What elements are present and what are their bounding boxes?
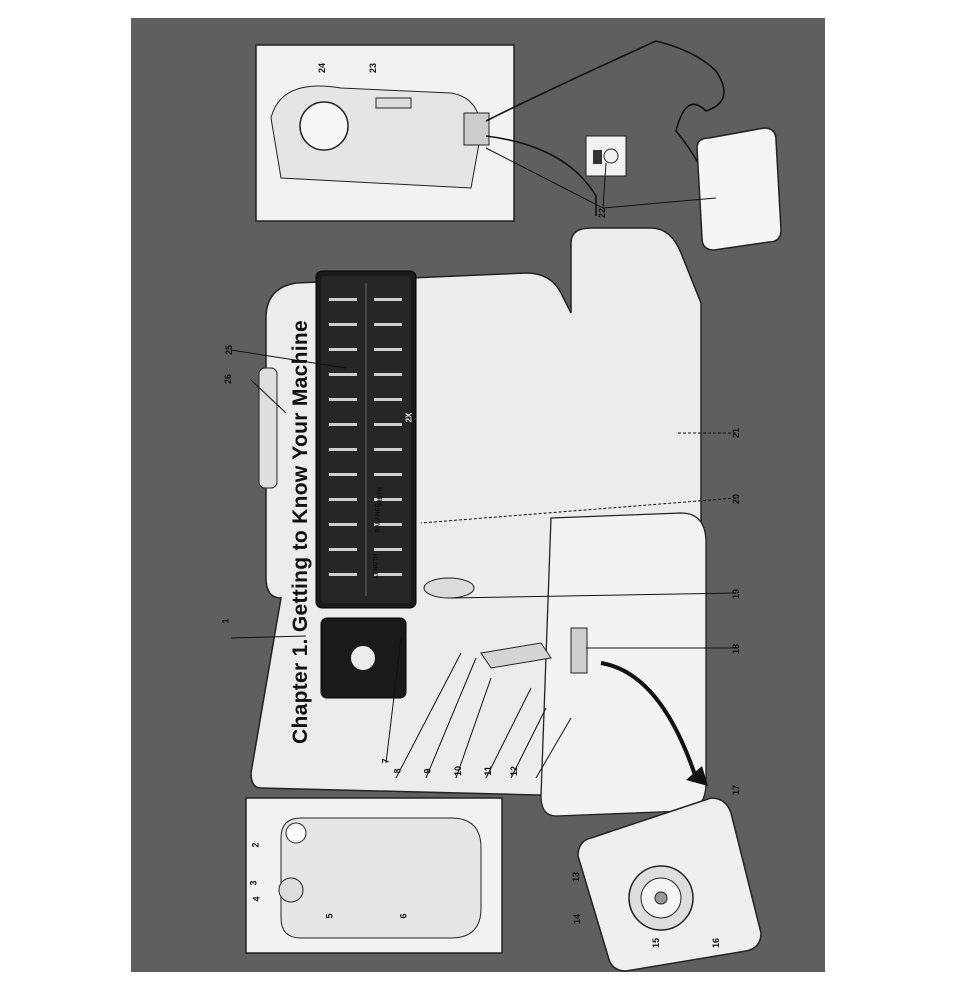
inset-side-view <box>246 798 502 953</box>
page-title: Chapter 1. Getting to Know Your Machine <box>289 320 313 744</box>
panel-label-length: LENGTH <box>373 554 379 579</box>
callout-22: 22 <box>597 208 607 218</box>
callout-20: 20 <box>731 494 741 504</box>
panel-label-balance: BALANCE <box>376 503 382 532</box>
callout-17: 17 <box>731 785 741 795</box>
callout-26: 26 <box>223 374 233 384</box>
callout-3: 3 <box>249 880 259 885</box>
foot-control <box>697 128 781 250</box>
callout-24: 24 <box>317 63 327 73</box>
callout-9: 9 <box>423 768 433 773</box>
callout-4: 4 <box>252 896 262 901</box>
callout-10: 10 <box>453 766 463 776</box>
inset-power-connection <box>256 45 514 221</box>
callout-1: 1 <box>221 618 231 623</box>
callout-6: 6 <box>399 913 409 918</box>
callout-7: 7 <box>381 758 391 763</box>
callout-13: 13 <box>571 872 581 882</box>
callout-19: 19 <box>731 589 741 599</box>
callout-14: 14 <box>572 914 582 924</box>
callout-8: 8 <box>393 768 403 773</box>
callout-2: 2 <box>251 842 261 847</box>
callout-16: 16 <box>711 938 721 948</box>
inset-needle-plate <box>578 798 761 971</box>
panel-label-2x: 2X <box>404 413 413 423</box>
callout-21: 21 <box>731 428 741 438</box>
machine-body <box>251 228 706 816</box>
callout-23: 23 <box>368 63 378 73</box>
callout-25: 25 <box>224 345 234 355</box>
callout-11: 11 <box>483 766 493 776</box>
manual-page-illustration: Chapter 1. Getting to Know Your Machine … <box>131 18 825 972</box>
callout-5: 5 <box>325 913 335 918</box>
sewing-machine-diagram <box>131 18 825 972</box>
callout-18: 18 <box>731 644 741 654</box>
callout-15: 15 <box>651 938 661 948</box>
callout-12: 12 <box>509 766 519 776</box>
